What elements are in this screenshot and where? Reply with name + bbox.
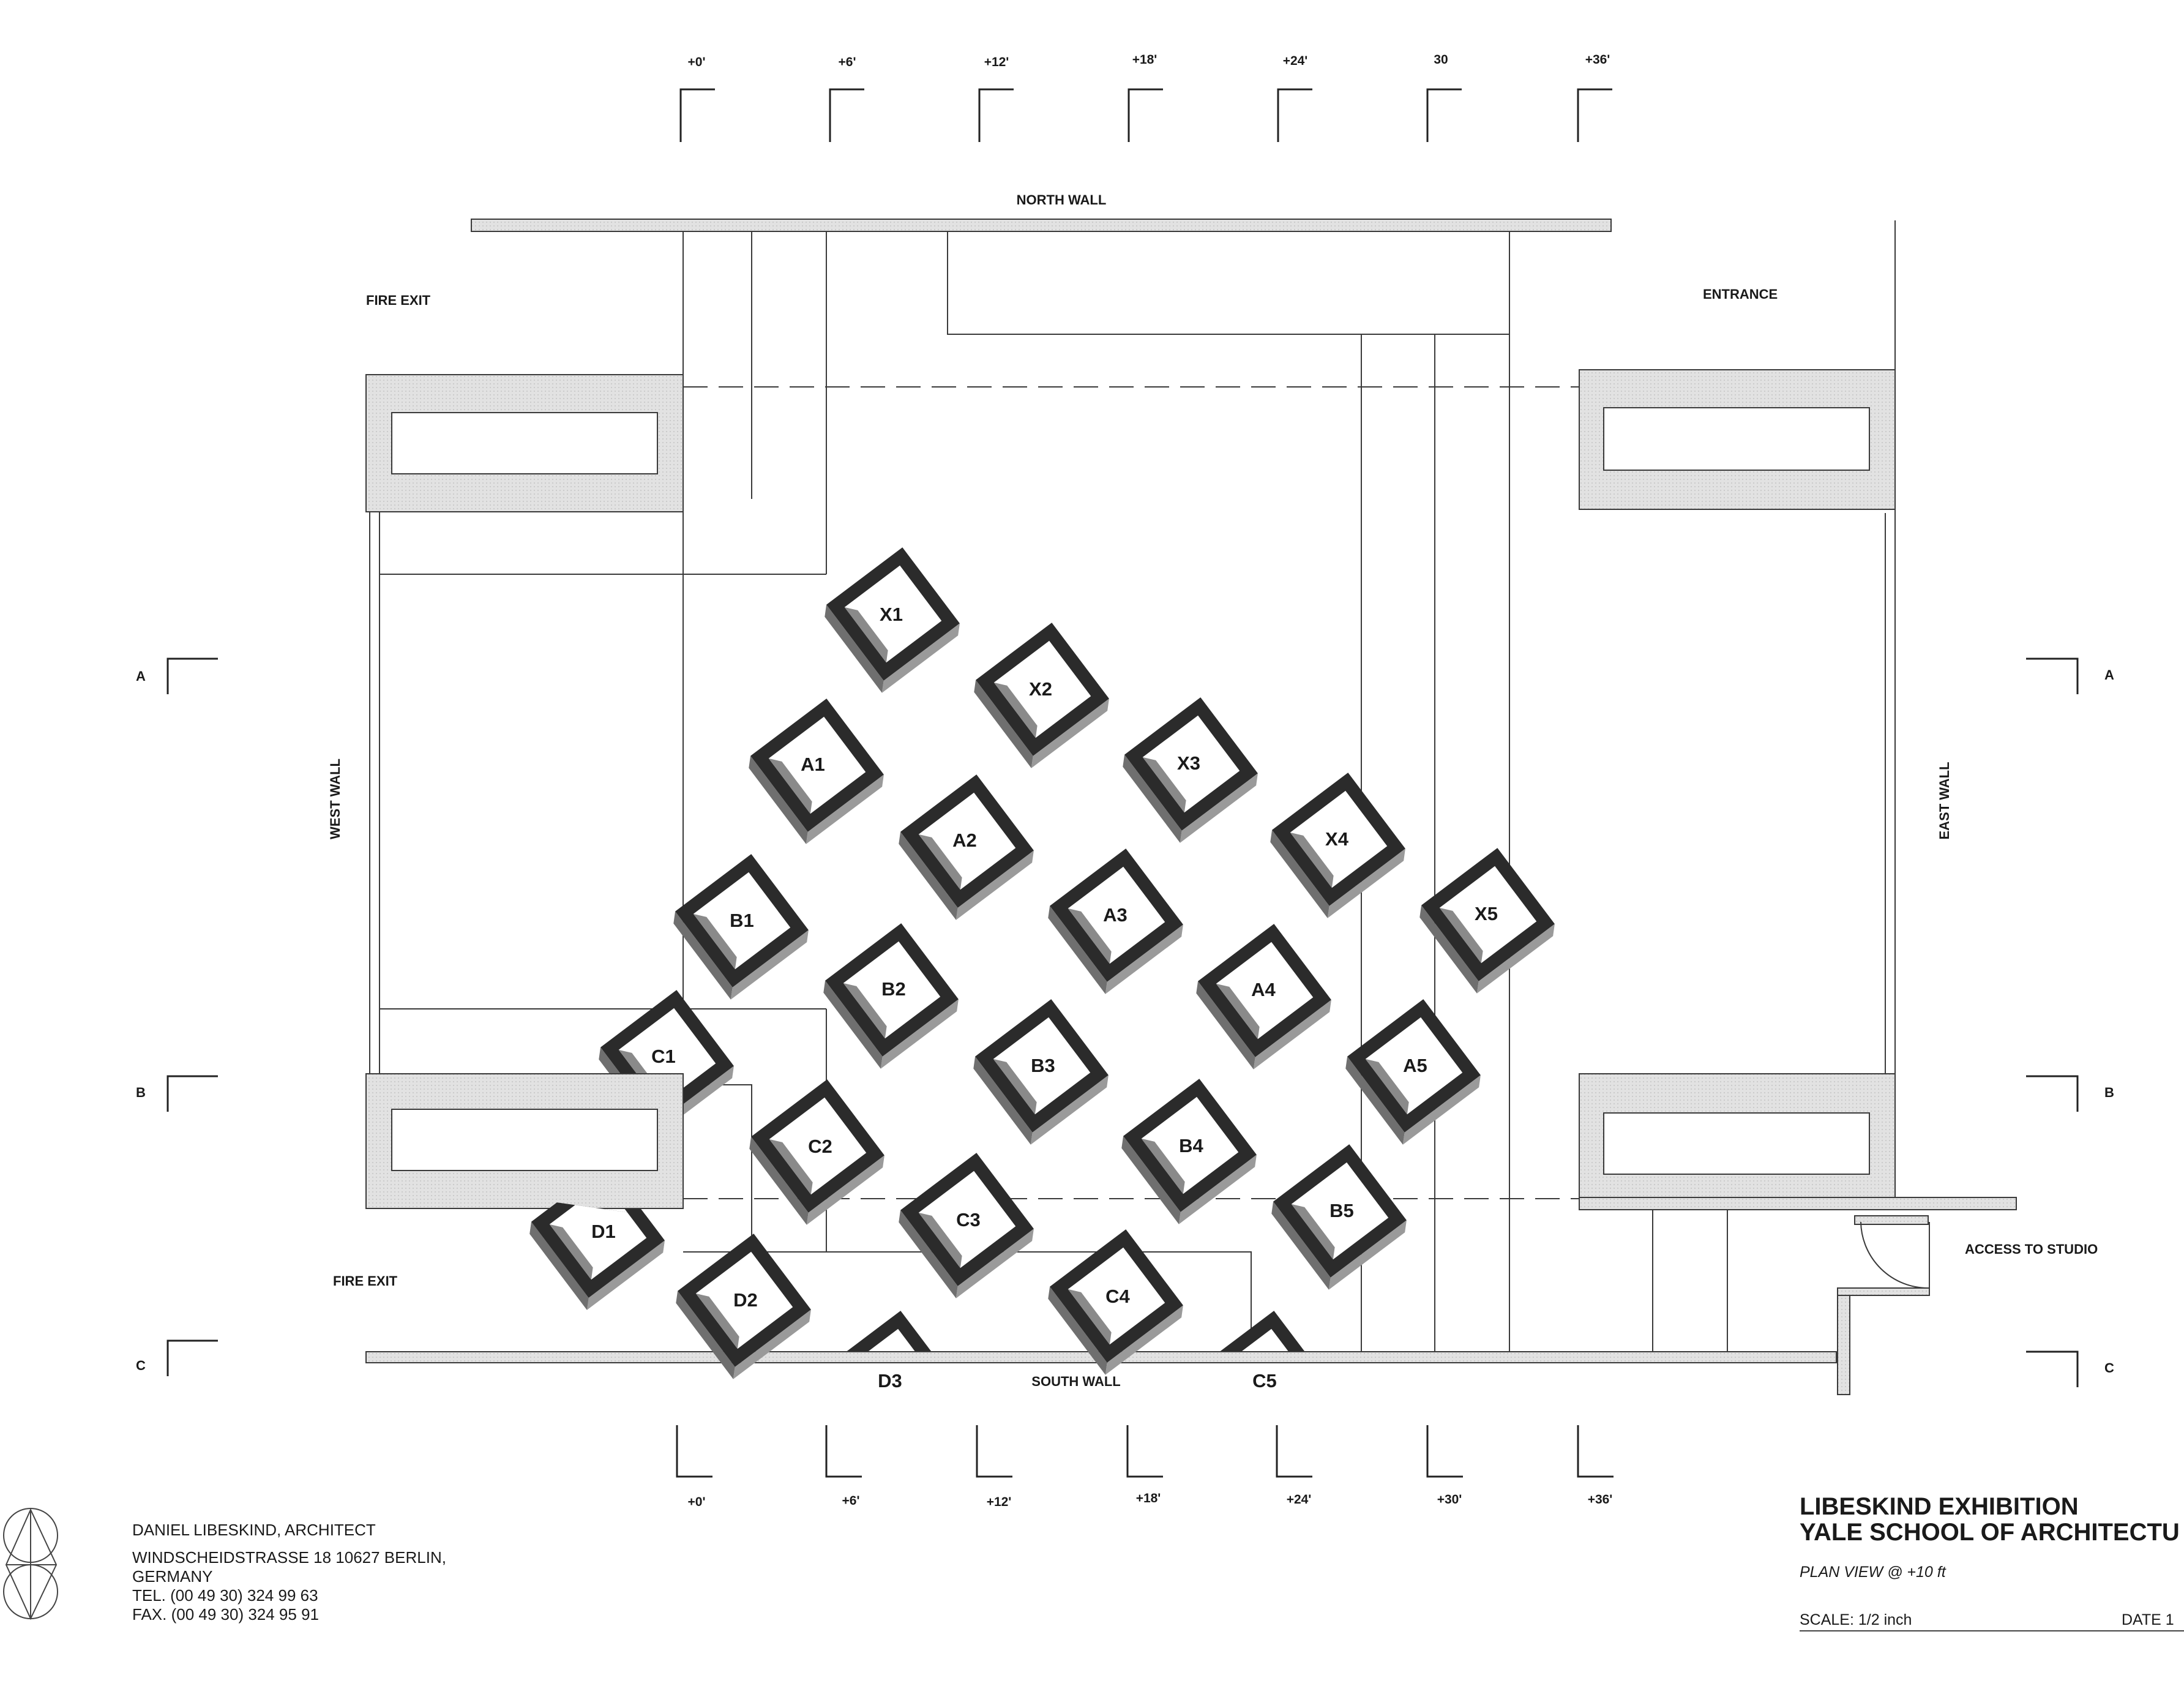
label-x2: X2 (1029, 678, 1052, 700)
section-b-right: B (2104, 1085, 2114, 1100)
label-x4: X4 (1325, 828, 1349, 850)
label-a4: A4 (1251, 979, 1276, 1000)
fire-exit-top-label: FIRE EXIT (366, 293, 431, 308)
access-to-studio-label: ACCESS TO STUDIO (1965, 1242, 2098, 1257)
section-c-right: C (2104, 1360, 2114, 1376)
room-labels: NORTH WALL SOUTH WALL WEST WALL EAST WAL… (327, 192, 2098, 1389)
north-wall-label: NORTH WALL (1017, 192, 1107, 208)
top-mark-6: 30 (1434, 53, 1448, 67)
section-marks (166, 657, 2079, 1387)
bottom-mark-3: +12' (987, 1495, 1012, 1509)
firm-tel: TEL. (00 49 30) 324 99 63 (132, 1586, 318, 1605)
label-c4: C4 (1105, 1286, 1130, 1307)
bottom-mark-4: +18' (1136, 1491, 1161, 1505)
label-c2: C2 (808, 1136, 832, 1157)
firm-logo (3, 1508, 58, 1620)
bottom-mark-1: +0' (688, 1495, 706, 1509)
top-mark-1: +0' (688, 55, 706, 69)
label-a2: A2 (952, 830, 977, 851)
bottom-mark-2: +6' (842, 1494, 860, 1508)
label-b2: B2 (881, 978, 906, 1000)
top-mark-2: +6' (839, 55, 856, 69)
section-c-left: C (136, 1358, 146, 1373)
section-labels: A B C A B C (136, 667, 2114, 1376)
top-mark-5: +24' (1283, 54, 1308, 68)
section-a-right: A (2104, 667, 2114, 683)
north-wall (471, 219, 1612, 232)
fire-exit-bottom-label: FIRE EXIT (333, 1273, 398, 1289)
label-x1: X1 (880, 604, 903, 625)
label-a5: A5 (1403, 1055, 1427, 1076)
label-d3: D3 (878, 1370, 902, 1391)
bottom-mark-5: +24' (1287, 1493, 1312, 1507)
south-wall-label: SOUTH WALL (1031, 1374, 1120, 1389)
label-b4: B4 (1179, 1135, 1203, 1156)
west-wall-label: WEST WALL (327, 758, 343, 839)
top-mark-7: +36' (1585, 53, 1610, 67)
label-b1: B1 (730, 910, 754, 931)
project-title-2: YALE SCHOOL OF ARCHITECTU (1800, 1519, 2180, 1546)
section-b-left: B (136, 1085, 146, 1100)
grid-bottom-labels: +0' +6' +12' +18' +24' +30' +36' (688, 1491, 1613, 1509)
firm-fax: FAX. (00 49 30) 324 95 91 (132, 1605, 319, 1624)
box-labels: X1 X2 X3 X4 X5 A1 A2 A3 A4 A5 B1 B2 B3 B… (591, 604, 1498, 1391)
label-x5: X5 (1475, 903, 1498, 924)
entrance-label: ENTRANCE (1703, 287, 1778, 302)
plan-view-label: PLAN VIEW @ +10 ft (1800, 1564, 1946, 1581)
label-a1: A1 (801, 754, 825, 775)
label-c1: C1 (651, 1046, 676, 1067)
grid-top (679, 88, 1612, 142)
label-b3: B3 (1031, 1055, 1055, 1076)
top-mark-3: +12' (984, 55, 1009, 69)
firm-street: WINDSCHEIDSTRASSE 18 10627 BERLIN, (132, 1548, 446, 1567)
label-d1: D1 (591, 1221, 616, 1242)
bottom-mark-6: +30' (1437, 1493, 1462, 1507)
label-x3: X3 (1177, 752, 1200, 774)
label-d2: D2 (733, 1289, 758, 1311)
label-c3: C3 (956, 1209, 981, 1230)
title-block: LIBESKIND EXHIBITION YALE SCHOOL OF ARCH… (1800, 1493, 2184, 1631)
label-a3: A3 (1103, 904, 1128, 926)
section-a-left: A (136, 669, 146, 684)
label-b5: B5 (1329, 1200, 1354, 1221)
date-label: DATE 1 (2122, 1611, 2174, 1628)
firm-country: GERMANY (132, 1567, 213, 1586)
firm-name: DANIEL LIBESKIND, ARCHITECT (132, 1521, 376, 1539)
top-mark-4: +18' (1132, 53, 1157, 67)
grid-bottom (676, 1425, 1614, 1478)
studio-door (1837, 1215, 1930, 1395)
label-c5: C5 (1252, 1370, 1277, 1391)
scale-label: SCALE: 1/2 inch (1800, 1611, 1912, 1628)
project-title-1: LIBESKIND EXHIBITION (1800, 1493, 2079, 1520)
grid-top-labels: +0' +6' +12' +18' +24' 30 +36' (688, 53, 1610, 69)
east-wall-label: EAST WALL (1937, 762, 1952, 839)
scale-row: SCALE: 1/2 inch DATE 1 (1800, 1611, 2184, 1631)
exhibition-boxes (365, 537, 1565, 1389)
bottom-mark-7: +36' (1588, 1493, 1613, 1507)
firm-address-block: DANIEL LIBESKIND, ARCHITECT WINDSCHEIDST… (132, 1521, 446, 1624)
